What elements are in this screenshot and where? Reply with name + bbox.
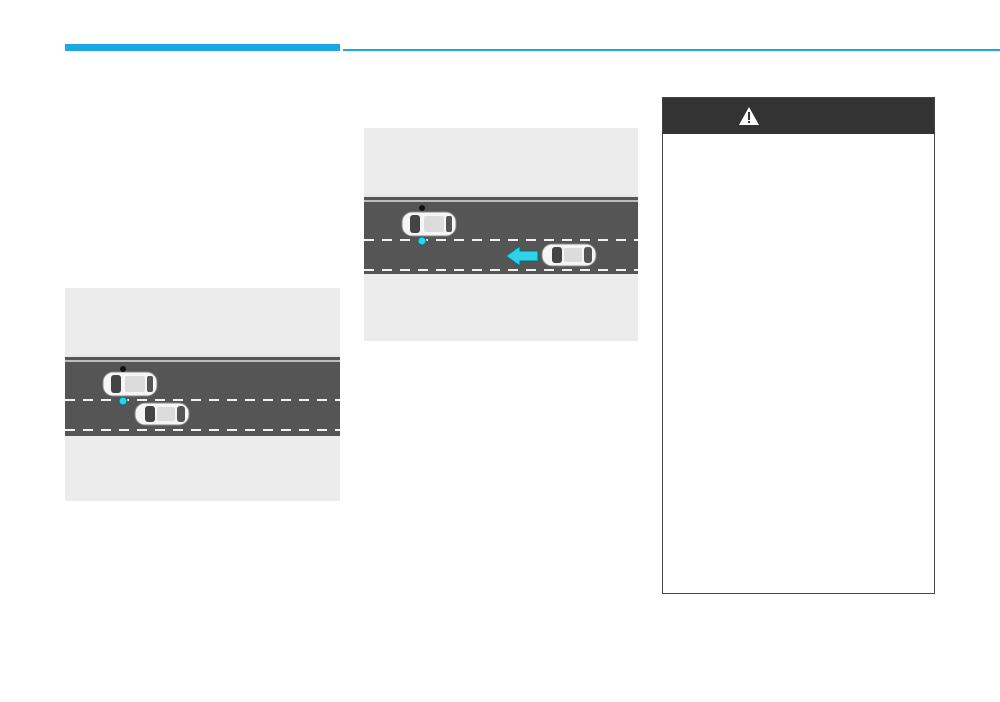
- side-sensor-dot: [118, 396, 128, 406]
- other-car-icon: [541, 243, 597, 267]
- ego-car-icon: [401, 211, 457, 237]
- other-car-icon: [134, 402, 190, 426]
- warning-header: [663, 98, 934, 134]
- side-sensor-dot: [417, 236, 427, 246]
- road: [364, 194, 638, 274]
- illustration-approaching: [364, 128, 638, 341]
- road-scene-svg: [65, 354, 340, 436]
- front-sensor-dot: [419, 205, 425, 211]
- warning-box: [662, 97, 935, 594]
- front-sensor-dot: [120, 366, 126, 372]
- header-accent-bar: [65, 44, 340, 51]
- road: [65, 354, 340, 436]
- ego-car-icon: [102, 371, 158, 397]
- header-rule: [343, 49, 1000, 51]
- illustration-overtaking: [65, 288, 340, 501]
- arrow-left-icon: [505, 245, 539, 267]
- road-scene-svg: [364, 194, 638, 274]
- warning-triangle-icon: [739, 107, 759, 125]
